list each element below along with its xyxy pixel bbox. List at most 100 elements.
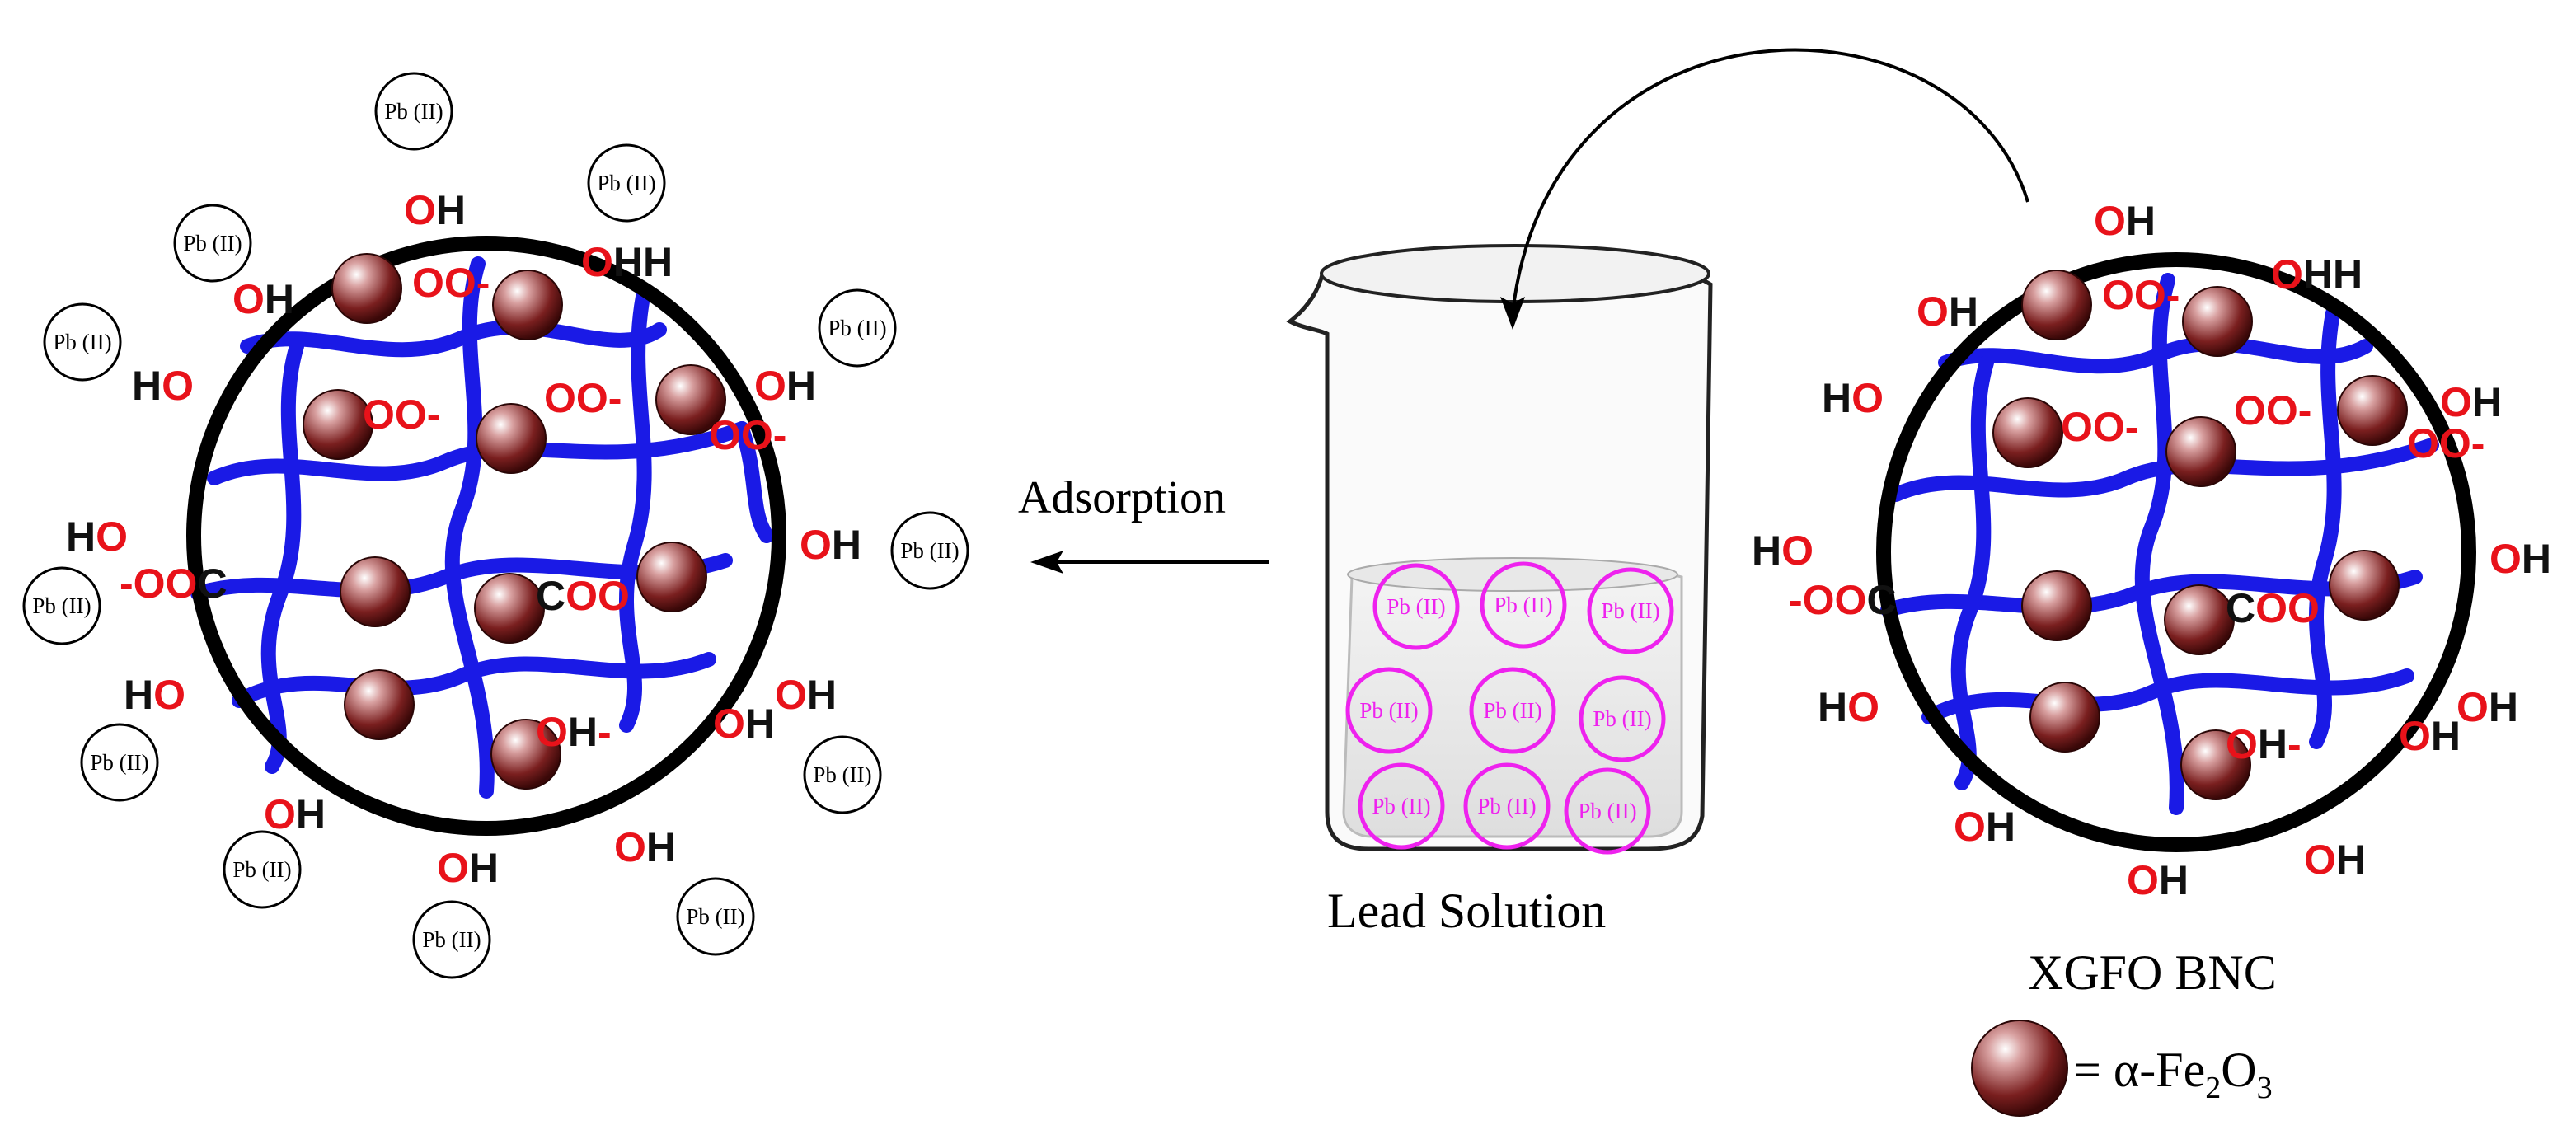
svg-text:Pb (II): Pb (II) — [1359, 698, 1418, 723]
pb-ion: Pb (II) — [890, 511, 969, 590]
svg-text:COO: COO — [2226, 585, 2320, 631]
svg-text:OH: OH — [614, 824, 676, 870]
svg-text:HO: HO — [66, 513, 128, 560]
functional-groups: OH OH OHH HO OH HO OH -OOC HO OH OH OH O… — [66, 187, 861, 891]
adsorbed-pb-ions: Pb (II) Pb (II) Pb (II) Pb (II) Pb (II) … — [22, 72, 969, 979]
svg-text:OH: OH — [754, 363, 816, 409]
svg-text:Pb (II): Pb (II) — [813, 762, 871, 787]
svg-text:Pb (II): Pb (II) — [1601, 598, 1659, 623]
pb-ion: Pb (II) — [412, 900, 491, 979]
pb-ion: Pb (II) — [818, 288, 897, 368]
functional-groups: OH OH OHH HO OH HO OH -OOC HO OH OH OH O… — [1752, 198, 2551, 903]
svg-text:Pb (II): Pb (II) — [828, 316, 886, 340]
lead-solution-label: Lead Solution — [1327, 884, 1606, 938]
pb-ion: Pb (II) — [223, 830, 302, 909]
svg-text:OH: OH — [437, 845, 499, 891]
svg-text:Pb (II): Pb (II) — [1494, 593, 1552, 617]
svg-text:Pb (II): Pb (II) — [384, 99, 443, 124]
pristine-composite: OH OH OHH HO OH HO OH -OOC HO OH OH OH O… — [1752, 198, 2551, 1000]
svg-text:OH: OH — [1917, 288, 1978, 335]
svg-text:Pb (II): Pb (II) — [1372, 794, 1430, 818]
svg-text:Pb (II): Pb (II) — [597, 171, 655, 195]
svg-text:OH: OH — [775, 672, 837, 718]
pb-ion: Pb (II) — [374, 72, 453, 151]
pb-ion: Pb (II) — [1463, 762, 1551, 850]
svg-text:OO-: OO- — [2061, 404, 2138, 450]
svg-text:Pb (II): Pb (II) — [1387, 594, 1445, 619]
pb-ion: Pb (II) — [1358, 762, 1445, 850]
loaded-composite: OH OH OHH HO OH HO OH -OOC HO OH OH OH O… — [22, 72, 969, 979]
svg-text:Pb (II): Pb (II) — [686, 904, 744, 929]
pb-ion: Pb (II) — [803, 735, 882, 814]
pb-ion: Pb (II) — [1372, 563, 1460, 650]
pb-ion: Pb (II) — [587, 143, 666, 223]
svg-text:OH: OH — [2127, 857, 2189, 903]
legend: = α-Fe2O3 — [1971, 1020, 2273, 1117]
svg-text:OH-: OH- — [2226, 721, 2302, 767]
svg-text:HO: HO — [124, 672, 185, 718]
pb-ion: Pb (II) — [1587, 567, 1674, 654]
svg-text:OHH: OHH — [581, 239, 673, 285]
dissolved-pb-ions: Pb (II) Pb (II) Pb (II) Pb (II) Pb (II) … — [1345, 561, 1674, 855]
svg-text:Pb (II): Pb (II) — [53, 330, 111, 354]
svg-text:Pb (II): Pb (II) — [900, 538, 959, 563]
beaker-lead-solution: Pb (II) Pb (II) Pb (II) Pb (II) Pb (II) … — [1286, 244, 1713, 938]
svg-text:OH: OH — [713, 701, 775, 747]
svg-text:Pb (II): Pb (II) — [32, 593, 91, 618]
pb-ion: Pb (II) — [173, 204, 252, 283]
adsorption-arrow: Adsorption — [1018, 472, 1269, 574]
svg-text:OO-: OO- — [544, 375, 622, 421]
svg-text:Pb (II): Pb (II) — [1578, 799, 1636, 823]
svg-text:OH: OH — [264, 791, 326, 837]
svg-text:COO: COO — [536, 573, 630, 619]
svg-text:OH: OH — [1954, 804, 2015, 850]
svg-text:HO: HO — [1818, 684, 1879, 730]
svg-text:OO-: OO- — [2234, 387, 2311, 434]
svg-text:OO-: OO- — [363, 392, 440, 438]
svg-text:HO: HO — [1822, 375, 1884, 421]
svg-text:OO-: OO- — [709, 412, 786, 458]
legend-sphere — [1971, 1020, 2068, 1117]
legend-label: = α-Fe2O3 — [2073, 1043, 2273, 1105]
svg-text:OH: OH — [2489, 536, 2551, 582]
pb-ion: Pb (II) — [1564, 767, 1651, 855]
ring — [1876, 252, 2476, 852]
svg-text:Pb (II): Pb (II) — [422, 927, 481, 952]
pb-ion: Pb (II) — [1345, 667, 1433, 754]
svg-text:HO: HO — [132, 363, 194, 409]
svg-text:OH: OH — [800, 522, 861, 568]
svg-text:OH: OH — [2440, 379, 2502, 425]
svg-text:OH: OH — [2094, 198, 2156, 244]
svg-text:OHH: OHH — [2271, 251, 2363, 298]
svg-text:Pb (II): Pb (II) — [232, 857, 291, 882]
svg-text:OH: OH — [2456, 684, 2518, 730]
svg-text:Pb (II): Pb (II) — [90, 750, 148, 775]
svg-text:OH: OH — [232, 276, 294, 322]
svg-text:OO-: OO- — [2407, 420, 2485, 467]
svg-text:Pb (II): Pb (II) — [1593, 706, 1651, 731]
pb-ion: Pb (II) — [1579, 675, 1666, 762]
adsorption-label: Adsorption — [1018, 472, 1226, 523]
polymer-network — [1880, 273, 2439, 815]
svg-text:-OOC: -OOC — [120, 560, 228, 607]
pb-ion: Pb (II) — [1480, 561, 1567, 649]
svg-text:Pb (II): Pb (II) — [1483, 698, 1541, 723]
svg-text:OH: OH — [404, 187, 466, 233]
pb-ion: Pb (II) — [43, 302, 122, 382]
svg-text:OO-: OO- — [412, 260, 490, 306]
svg-text:Pb (II): Pb (II) — [183, 231, 242, 256]
composite-name-label: XGFO BNC — [2028, 945, 2277, 1000]
svg-text:OH: OH — [2399, 713, 2461, 759]
svg-text:OO-: OO- — [2102, 272, 2180, 318]
pb-ion: Pb (II) — [80, 723, 159, 802]
svg-text:OH: OH — [2304, 837, 2366, 883]
pb-ion: Pb (II) — [22, 566, 101, 645]
polymer-network — [190, 256, 774, 799]
pb-ion: Pb (II) — [1469, 667, 1556, 754]
svg-text:Pb (II): Pb (II) — [1477, 794, 1536, 818]
transfer-arrow — [1500, 48, 2029, 330]
svg-text:-OOC: -OOC — [1789, 577, 1897, 623]
svg-text:OH-: OH- — [536, 709, 612, 755]
pb-ion: Pb (II) — [676, 877, 755, 956]
